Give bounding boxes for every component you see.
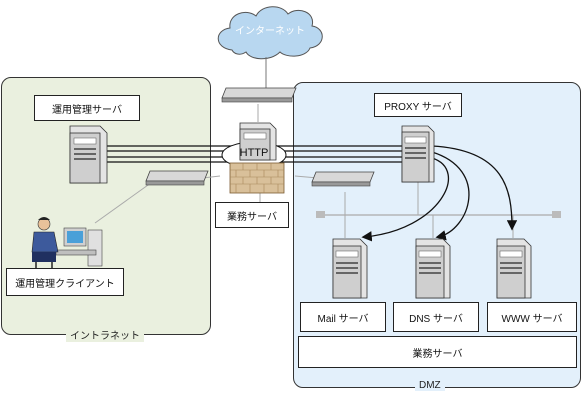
biz-server-center-box: 業務サーバ bbox=[215, 202, 289, 228]
router-icon-dmz bbox=[311, 171, 375, 187]
client-operator-icon bbox=[31, 217, 103, 268]
firewall-icon bbox=[229, 162, 285, 194]
proxy-server-box: PROXY サーバ bbox=[374, 93, 462, 117]
mail-server-box: Mail サーバ bbox=[300, 302, 386, 332]
ops-server-box: 運用管理サーバ bbox=[34, 95, 140, 121]
dns-server-icon bbox=[415, 238, 451, 299]
www-server-box: WWW サーバ bbox=[487, 302, 577, 332]
mail-server-icon bbox=[332, 238, 368, 299]
router-icon-intranet bbox=[145, 170, 209, 186]
internet-cloud-icon bbox=[217, 6, 323, 60]
proxy-server-icon bbox=[401, 125, 435, 183]
internet-label: インターネット bbox=[235, 26, 305, 37]
router-icon-top bbox=[221, 87, 297, 103]
dns-server-box: DNS サーバ bbox=[393, 302, 479, 332]
ops-server-icon bbox=[69, 125, 108, 184]
center-server-icon bbox=[239, 122, 277, 161]
intranet-zone-label: イントラネット bbox=[66, 327, 144, 342]
dmz-zone-label: DMZ bbox=[415, 380, 445, 391]
www-server-icon bbox=[496, 238, 532, 299]
ops-client-box: 運用管理クライアント bbox=[6, 268, 124, 296]
http-label: HTTP bbox=[239, 147, 269, 159]
biz-server-dmz-box: 業務サーバ bbox=[298, 336, 577, 368]
